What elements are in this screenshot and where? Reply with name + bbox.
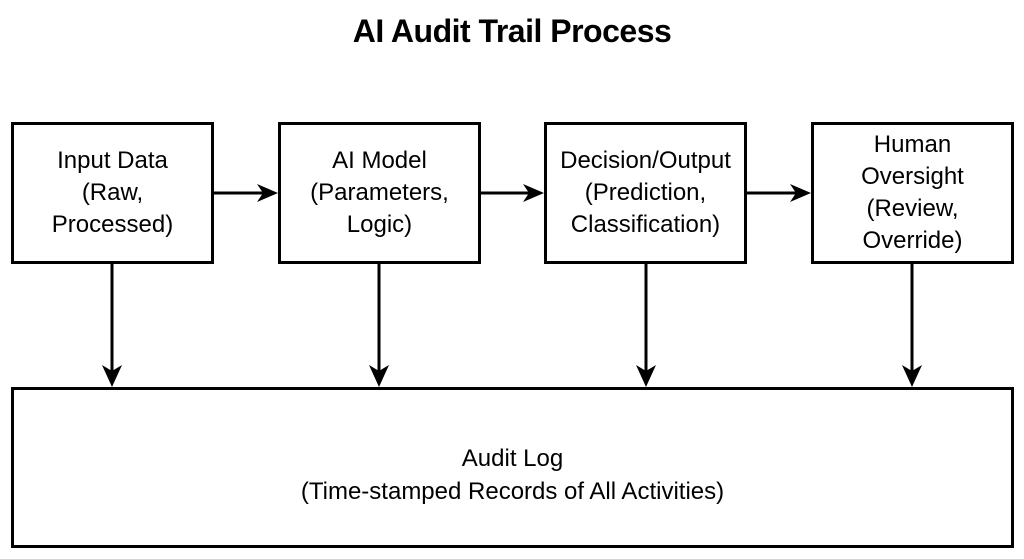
process-box-ai-model: AI Model (Parameters, Logic) <box>278 122 481 264</box>
process-box-decision-output: Decision/Output (Prediction, Classificat… <box>544 122 747 264</box>
process-box-decision-output-label: Decision/Output (Prediction, Classificat… <box>560 147 731 238</box>
process-box-input-data-label: Input Data (Raw, Processed) <box>51 147 174 238</box>
arrow-input-to-model <box>213 184 278 202</box>
arrow-model-to-decision <box>481 184 544 202</box>
arrow-model-to-audit-log <box>369 264 389 387</box>
arrow-decision-to-audit-log <box>636 264 656 387</box>
audit-log-box: Audit Log (Time-stamped Records of All A… <box>11 387 1014 548</box>
arrow-oversight-to-audit-log <box>902 264 922 387</box>
audit-log-label: Audit Log (Time-stamped Records of All A… <box>300 444 725 505</box>
arrow-decision-to-oversight <box>747 184 811 202</box>
process-box-human-oversight-label: Human Oversight (Review, Override) <box>861 131 964 254</box>
diagram-title: AI Audit Trail Process <box>352 13 672 49</box>
process-box-human-oversight: Human Oversight (Review, Override) <box>811 122 1014 264</box>
process-box-ai-model-label: AI Model (Parameters, Logic) <box>310 147 449 238</box>
process-box-input-data: Input Data (Raw, Processed) <box>11 122 214 264</box>
arrow-input-to-audit-log <box>102 264 122 387</box>
